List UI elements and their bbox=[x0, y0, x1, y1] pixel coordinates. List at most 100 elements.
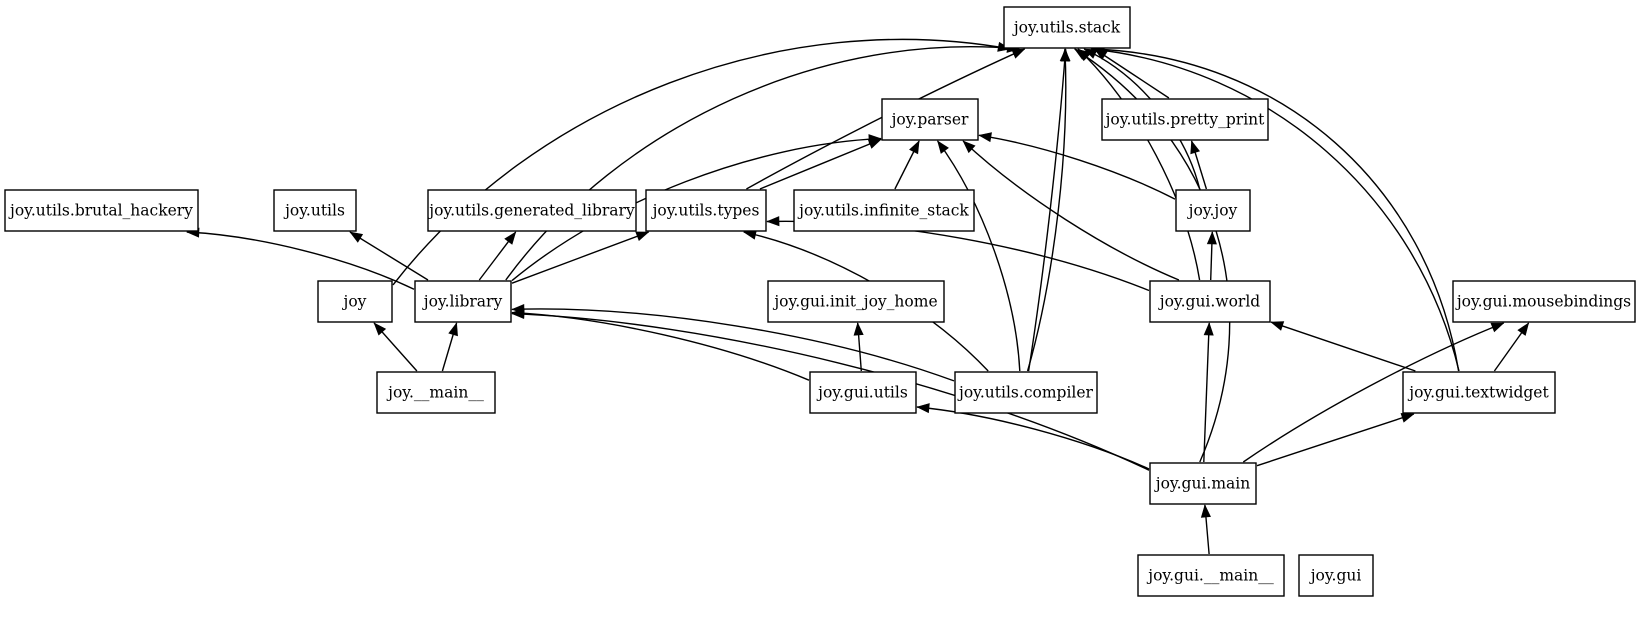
edge-arrowhead bbox=[1011, 48, 1026, 59]
dependency-edge bbox=[978, 134, 1176, 200]
graph-node-mousebindings[interactable]: joy.gui.mousebindings bbox=[1452, 280, 1636, 323]
node-layer: joy.utils.stack joy.parser joy.utils.prett… bbox=[4, 6, 1636, 597]
graph-node-infinite_stack[interactable]: joy.utils.infinite_stack bbox=[793, 189, 975, 232]
graph-node-brutal_hackery[interactable]: joy.utils.brutal_hackery bbox=[4, 189, 199, 232]
dependency-edge bbox=[759, 138, 882, 190]
edge-arrowhead bbox=[909, 140, 920, 155]
dependency-edge bbox=[1027, 48, 1067, 372]
node-label: joy.gui.mousebindings bbox=[1455, 293, 1631, 311]
node-label: joy.__main__ bbox=[386, 384, 484, 402]
graph-node-gui_main[interactable]: joy.gui.main bbox=[1149, 462, 1257, 505]
graph-node-types[interactable]: joy.utils.types bbox=[645, 189, 767, 232]
graph-node-gui_main_dunder[interactable]: joy.gui.__main__ bbox=[1137, 554, 1285, 597]
graph-node-textwidget[interactable]: joy.gui.textwidget bbox=[1402, 371, 1556, 414]
dependency-edge bbox=[1092, 48, 1460, 372]
node-box[interactable] bbox=[4, 189, 199, 232]
edge-arrowhead bbox=[349, 231, 364, 243]
edge-arrowhead bbox=[978, 132, 992, 143]
node-label: joy.gui.__main__ bbox=[1146, 567, 1274, 585]
dependency-edge bbox=[186, 231, 415, 290]
edge-arrowhead bbox=[962, 140, 976, 154]
node-box[interactable] bbox=[414, 280, 512, 323]
dependency-edge bbox=[511, 137, 882, 282]
node-label: joy.utils.pretty_print bbox=[1104, 111, 1266, 129]
node-label: joy.utils.stack bbox=[1012, 19, 1121, 37]
edge-arrowhead bbox=[1270, 321, 1285, 331]
graph-node-pretty_print[interactable]: joy.utils.pretty_print bbox=[1101, 98, 1269, 141]
node-label: joy.gui.utils bbox=[816, 384, 908, 402]
edge-arrowhead bbox=[448, 322, 458, 337]
graph-node-gui_utils[interactable]: joy.gui.utils bbox=[809, 371, 917, 414]
node-box[interactable] bbox=[881, 98, 979, 141]
node-box[interactable] bbox=[1137, 554, 1285, 597]
dependency-edge bbox=[1242, 322, 1504, 463]
node-box[interactable] bbox=[1298, 554, 1374, 597]
edge-arrowhead bbox=[1190, 140, 1201, 155]
dependency-edge bbox=[1270, 321, 1416, 372]
edge-arrowhead bbox=[1400, 413, 1415, 423]
graph-node-utils[interactable]: joy.utils bbox=[273, 189, 357, 232]
graph-node-gui[interactable]: joy.gui bbox=[1298, 554, 1374, 597]
graph-node-library[interactable]: joy.library bbox=[414, 280, 512, 323]
dependency-edge bbox=[1091, 48, 1460, 372]
graph-node-init_joy_home[interactable]: joy.gui.init_joy_home bbox=[767, 280, 945, 323]
edge-arrowhead bbox=[1073, 48, 1088, 60]
dependency-edge bbox=[1256, 413, 1415, 467]
node-label: joy bbox=[342, 293, 367, 311]
node-label: joy.utils.infinite_stack bbox=[797, 202, 969, 220]
edge-arrowhead bbox=[766, 216, 780, 227]
node-box[interactable] bbox=[1402, 371, 1556, 414]
edge-arrowhead bbox=[1059, 48, 1070, 62]
node-box[interactable] bbox=[793, 189, 975, 232]
dependency-edge bbox=[505, 46, 1020, 281]
node-label: joy.gui bbox=[1309, 567, 1362, 585]
dependency-edge bbox=[511, 231, 649, 284]
node-label: joy.utils.types bbox=[651, 202, 760, 220]
node-box[interactable] bbox=[1003, 6, 1131, 49]
node-box[interactable] bbox=[645, 189, 767, 232]
node-box[interactable] bbox=[1175, 189, 1251, 232]
node-box[interactable] bbox=[1101, 98, 1269, 141]
edge-arrowhead bbox=[937, 140, 949, 154]
node-label: joy.library bbox=[422, 293, 503, 311]
edge-arrowhead bbox=[511, 308, 525, 320]
node-label: joy.gui.world bbox=[1158, 293, 1261, 311]
edge-arrowhead bbox=[504, 231, 517, 245]
dependency-edge bbox=[962, 140, 1180, 281]
node-box[interactable] bbox=[954, 371, 1098, 414]
node-box[interactable] bbox=[273, 189, 357, 232]
edge-arrowhead bbox=[635, 231, 650, 242]
graph-node-stack[interactable]: joy.utils.stack bbox=[1003, 6, 1131, 49]
graph-node-compiler[interactable]: joy.utils.compiler bbox=[954, 371, 1098, 414]
node-box[interactable] bbox=[317, 280, 393, 323]
edge-arrowhead bbox=[373, 322, 387, 336]
graph-node-generated_library[interactable]: joy.utils.generated_library bbox=[427, 189, 637, 232]
dependency-edge bbox=[511, 312, 1150, 471]
edge-arrowhead bbox=[1517, 322, 1530, 336]
edge-arrowhead bbox=[1490, 322, 1505, 333]
node-box[interactable] bbox=[427, 189, 637, 232]
node-label: joy.gui.textwidget bbox=[1407, 384, 1549, 402]
node-label: joy.joy bbox=[1187, 202, 1238, 220]
edge-arrowhead bbox=[867, 139, 882, 149]
graph-node-joy[interactable]: joy bbox=[317, 280, 393, 323]
node-label: joy.utils bbox=[283, 202, 345, 220]
node-label: joy.gui.init_joy_home bbox=[772, 293, 937, 311]
edge-arrowhead bbox=[1203, 322, 1214, 336]
edge-arrowhead bbox=[1200, 504, 1211, 518]
node-box[interactable] bbox=[809, 371, 917, 414]
node-box[interactable] bbox=[1149, 280, 1271, 323]
dependency-edge bbox=[1026, 48, 1067, 372]
graph-node-main_dunder[interactable]: joy.__main__ bbox=[376, 371, 496, 414]
edge-arrowhead bbox=[1206, 231, 1217, 245]
node-box[interactable] bbox=[767, 280, 945, 323]
node-box[interactable] bbox=[1452, 280, 1636, 323]
graph-node-world[interactable]: joy.gui.world bbox=[1149, 280, 1271, 323]
dependency-edge bbox=[392, 38, 1011, 286]
graph-node-parser[interactable]: joy.parser bbox=[881, 98, 979, 141]
node-box[interactable] bbox=[376, 371, 496, 414]
graph-node-joyjoy[interactable]: joy.joy bbox=[1175, 189, 1251, 232]
node-box[interactable] bbox=[1149, 462, 1257, 505]
